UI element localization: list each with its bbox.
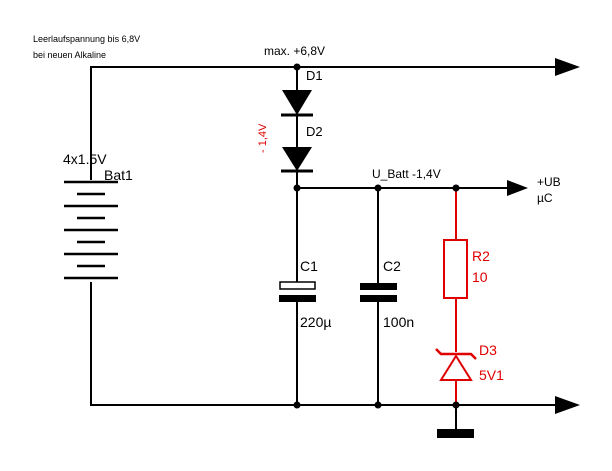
supply-note-line2: bei neuen Alkaline [33, 50, 106, 60]
battery-ref-label: Bat1 [104, 167, 133, 183]
c2-ref-label: C2 [383, 258, 401, 274]
junction-dot [452, 184, 460, 192]
resistor-r2-symbol [443, 239, 468, 299]
ubatt-out-arrow-icon [507, 180, 528, 196]
junction-dot [293, 63, 301, 71]
ubatt-net-label: U_Batt -1,4V [372, 167, 441, 181]
junction-dot [293, 401, 301, 409]
diode-drop-label: - 1,4V [257, 123, 269, 153]
diode-d2-label: D2 [306, 124, 323, 139]
capacitor-c1-symbol [279, 281, 316, 302]
output-label-line1: +UB [537, 175, 561, 189]
junction-dot [293, 184, 301, 192]
bottom-rail-arrow-icon [555, 396, 580, 414]
junctions [293, 63, 460, 409]
d3-ref-label: D3 [479, 342, 497, 358]
r2-value-label: 10 [472, 269, 488, 285]
output-label-line2: µC [537, 191, 553, 205]
diode-d2-symbol [281, 147, 313, 173]
top-rail-arrow-icon [555, 58, 580, 76]
capacitor-c2-symbol [360, 283, 397, 302]
diode-d1-symbol [281, 90, 313, 117]
diode-d1-label: D1 [306, 68, 323, 83]
battery-value-label: 4x1.5V [63, 151, 107, 167]
bottom-rail-wire [90, 282, 560, 406]
junction-dot [374, 401, 382, 409]
wires [90, 66, 560, 406]
arrows [507, 58, 580, 414]
battery-symbol [64, 180, 118, 280]
ground-symbol [437, 405, 474, 438]
supply-note-line1: Leerlaufspannung bis 6,8V [33, 34, 140, 44]
c1-value-label: 220µ [300, 314, 331, 330]
c2-value-label: 100n [383, 314, 414, 330]
c1-ref-label: C1 [300, 258, 318, 274]
top-rail-wire [90, 66, 560, 180]
r2-ref-label: R2 [472, 248, 490, 264]
d3-value-label: 5V1 [479, 367, 504, 383]
junction-dot [374, 184, 382, 192]
zener-d3-symbol [435, 348, 477, 381]
top-net-label: max. +6,8V [264, 44, 325, 58]
